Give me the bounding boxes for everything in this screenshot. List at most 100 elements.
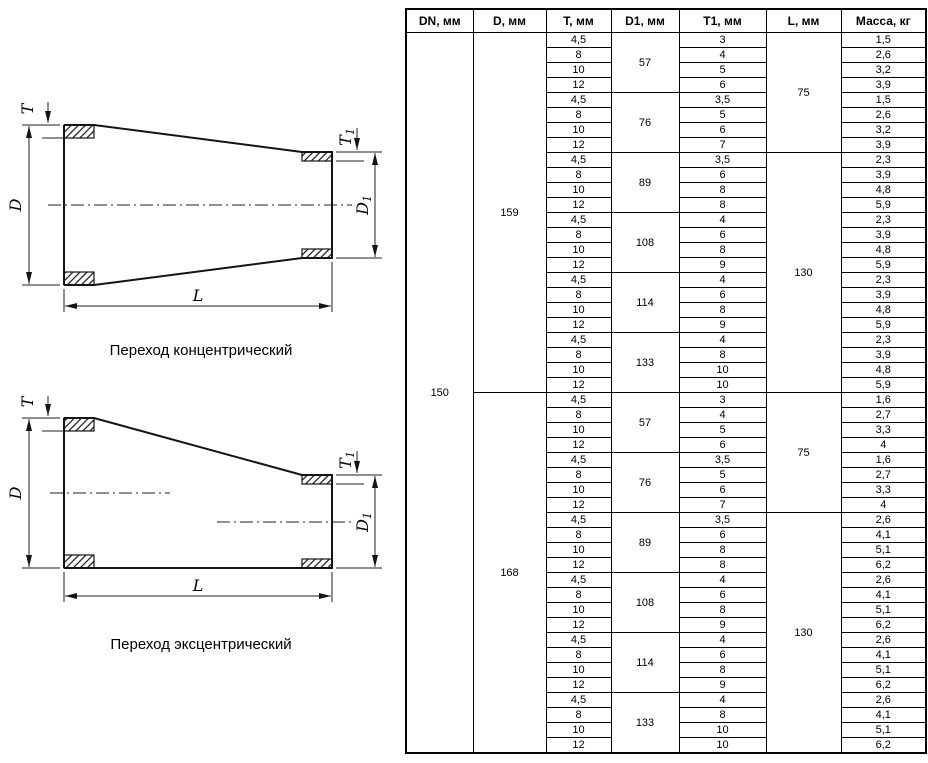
cell-t: 12 — [545, 257, 612, 273]
cell-mass: 2,3 — [840, 272, 927, 288]
cell-mass: 4,8 — [840, 302, 927, 318]
cell-t1: 6 — [678, 482, 767, 498]
cell-mass: 2,3 — [840, 152, 927, 168]
cell-mass: 5,9 — [840, 317, 927, 333]
cell-mass: 6,2 — [840, 677, 927, 693]
cell-t: 4,5 — [545, 212, 612, 228]
cell-l: 130 — [765, 152, 842, 393]
cell-t1: 9 — [678, 317, 767, 333]
cell-t: 10 — [545, 182, 612, 198]
cell-mass: 4,8 — [840, 182, 927, 198]
cell-t: 4,5 — [545, 32, 612, 48]
cell-mass: 4,1 — [840, 587, 927, 603]
cell-mass: 5,9 — [840, 257, 927, 273]
cell-mass: 4,1 — [840, 647, 927, 663]
cell-t: 4,5 — [545, 632, 612, 648]
wall-section — [301, 474, 333, 485]
cell-t1: 5 — [678, 422, 767, 438]
cell-t1: 4 — [678, 632, 767, 648]
cell-mass: 5,1 — [840, 542, 927, 558]
cell-t1: 4 — [678, 407, 767, 423]
cell-t: 8 — [545, 647, 612, 663]
cell-l: 75 — [765, 32, 842, 153]
dim-t: T — [18, 102, 64, 139]
cell-t: 10 — [545, 62, 612, 78]
cell-t1: 6 — [678, 647, 767, 663]
cell-t1: 3,5 — [678, 512, 767, 528]
cell-t: 4,5 — [545, 332, 612, 348]
cell-t1: 8 — [678, 707, 767, 723]
cell-t: 8 — [545, 587, 612, 603]
cell-t: 10 — [545, 362, 612, 378]
col-header-mass: Масса, кг — [840, 8, 927, 33]
cell-mass: 1,5 — [840, 32, 927, 48]
cell-d1: 114 — [610, 272, 680, 333]
cell-mass: 3,9 — [840, 167, 927, 183]
cell-mass: 2,6 — [840, 512, 927, 528]
cell-t1: 4 — [678, 212, 767, 228]
cell-mass: 3,2 — [840, 62, 927, 78]
concentric-caption: Переход концентрический — [109, 342, 293, 359]
cell-t: 8 — [545, 407, 612, 423]
dim-label-d: D — [6, 486, 25, 500]
cell-t: 12 — [545, 377, 612, 393]
cell-t: 4,5 — [545, 512, 612, 528]
wall-section — [63, 124, 95, 139]
cell-mass: 2,3 — [840, 212, 927, 228]
cell-t: 12 — [545, 497, 612, 513]
dim-label-l: L — [192, 576, 204, 595]
cell-t1: 8 — [678, 662, 767, 678]
cell-t: 12 — [545, 617, 612, 633]
cell-l: 130 — [765, 512, 842, 754]
eccentric-reducer-drawing: T T1 D D1 L — [6, 395, 382, 602]
cell-t1: 6 — [678, 287, 767, 303]
cell-t1: 4 — [678, 572, 767, 588]
cell-t1: 3,5 — [678, 152, 767, 168]
cell-t: 12 — [545, 197, 612, 213]
cell-d1: 114 — [610, 632, 680, 693]
cell-l: 75 — [765, 392, 842, 513]
wall-section — [63, 271, 95, 286]
dim-t1: T1 — [336, 451, 364, 485]
cell-mass: 2,3 — [840, 332, 927, 348]
cell-t: 4,5 — [545, 572, 612, 588]
reducer-body — [50, 417, 354, 569]
cell-t: 12 — [545, 677, 612, 693]
cell-t1: 4 — [678, 332, 767, 348]
cell-d1: 76 — [610, 452, 680, 513]
cell-t: 10 — [545, 422, 612, 438]
cell-d1: 108 — [610, 212, 680, 273]
cell-mass: 3,3 — [840, 482, 927, 498]
cell-mass: 5,1 — [840, 602, 927, 618]
col-header-t1: T1, мм — [678, 8, 767, 33]
cell-t: 10 — [545, 722, 612, 738]
cell-dn: 150 — [405, 32, 474, 754]
cell-mass: 2,6 — [840, 572, 927, 588]
cell-mass: 3,2 — [840, 122, 927, 138]
dim-l: L — [63, 572, 333, 602]
cell-t1: 6 — [678, 227, 767, 243]
cell-mass: 3,3 — [840, 422, 927, 438]
dim-d1: D1 — [336, 474, 382, 569]
dim-label-d1: D1 — [353, 512, 374, 533]
dim-d: D — [6, 124, 60, 286]
cell-mass: 3,9 — [840, 77, 927, 93]
cell-mass: 4,8 — [840, 362, 927, 378]
cell-d1: 57 — [610, 392, 680, 453]
